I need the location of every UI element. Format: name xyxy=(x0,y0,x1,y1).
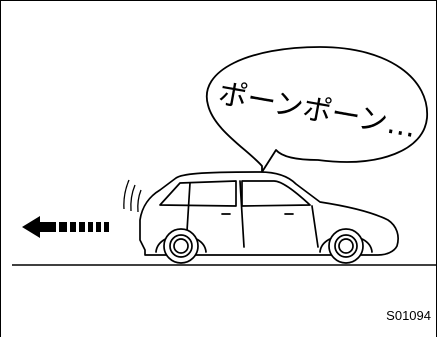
reverse-direction-arrow xyxy=(22,216,109,238)
motion-lines xyxy=(123,179,142,213)
front-wheel xyxy=(328,228,364,264)
rear-wheel xyxy=(163,228,199,264)
figure-code: S01094 xyxy=(386,308,431,323)
speech-bubble: ポーンポーン… xyxy=(205,46,428,173)
